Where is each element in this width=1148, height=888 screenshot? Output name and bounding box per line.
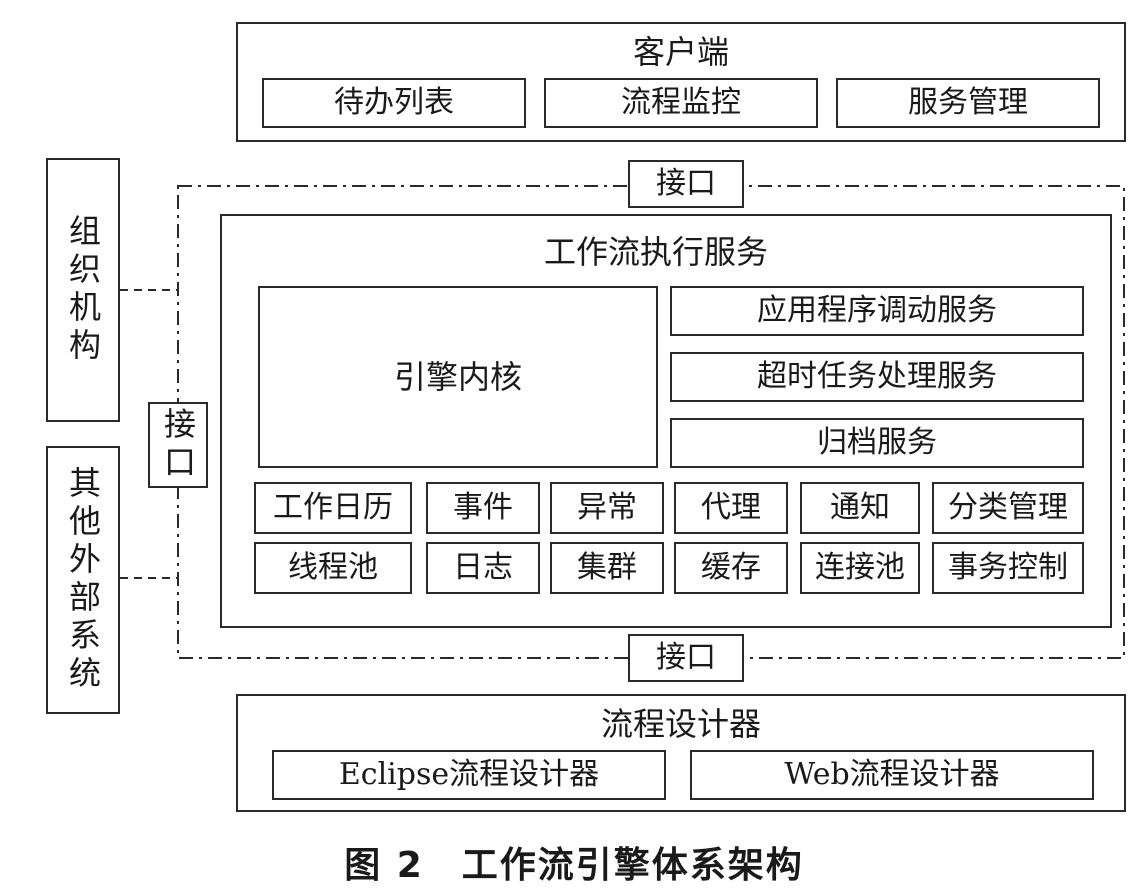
client-item-todo: 待办列表 — [262, 78, 526, 128]
module-exception: 异常 — [550, 482, 664, 534]
designer-title: 流程设计器 — [600, 705, 761, 743]
archive-service: 归档服务 — [670, 418, 1084, 468]
module-cluster: 集群 — [550, 542, 664, 594]
engine-core-box: 引擎内核 — [258, 286, 658, 468]
module-cache: 缓存 — [674, 542, 788, 594]
interface-bottom: 接口 — [628, 634, 744, 682]
module-connection-pool: 连接池 — [800, 542, 920, 594]
module-proxy: 代理 — [674, 482, 788, 534]
module-calendar: 工作日历 — [254, 482, 412, 534]
module-category-mgmt: 分类管理 — [932, 482, 1084, 534]
exec-service-title: 工作流执行服务 — [544, 233, 769, 271]
client-title: 客户端 — [632, 33, 729, 71]
eclipse-designer: Eclipse流程设计器 — [272, 750, 666, 800]
external-systems-box: 其他外部系统 — [46, 446, 120, 714]
figure-caption: 图 2 工作流引擎体系架构 — [344, 845, 804, 886]
client-item-service-mgmt: 服务管理 — [836, 78, 1100, 128]
module-thread-pool: 线程池 — [254, 542, 412, 594]
web-designer: Web流程设计器 — [690, 750, 1094, 800]
interface-left: 接口 — [148, 402, 208, 488]
org-box: 组织机构 — [46, 158, 120, 422]
module-notify: 通知 — [800, 482, 920, 534]
module-log: 日志 — [426, 542, 540, 594]
module-event: 事件 — [426, 482, 540, 534]
timeout-task-service: 超时任务处理服务 — [670, 352, 1084, 402]
interface-top: 接口 — [628, 160, 744, 208]
client-item-monitor: 流程监控 — [544, 78, 818, 128]
module-transaction-control: 事务控制 — [932, 542, 1084, 594]
app-invoke-service: 应用程序调动服务 — [670, 286, 1084, 336]
